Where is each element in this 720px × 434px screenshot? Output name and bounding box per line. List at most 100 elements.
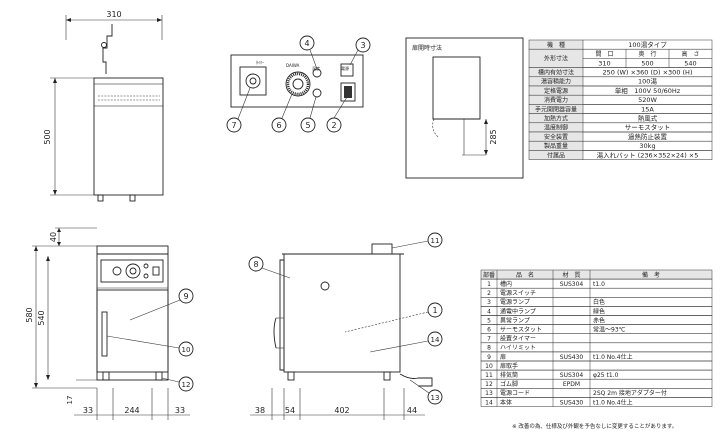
spec-label-2: 槽内有効寸法 bbox=[538, 69, 574, 77]
parts-cell-1: 本体 bbox=[500, 398, 512, 406]
spec-value-10: 30kg bbox=[639, 142, 655, 150]
parts-header-1: 品 名 bbox=[516, 271, 534, 279]
dim-402: 402 bbox=[334, 406, 349, 415]
parts-cell-3: t1.0 No.4仕上 bbox=[593, 353, 633, 361]
spec-value-6: 15A bbox=[641, 105, 654, 113]
callout-2: 2 bbox=[331, 121, 336, 130]
spec-value-3: 100湯 bbox=[638, 77, 657, 86]
parts-cell-1: ハイリミット bbox=[500, 345, 536, 352]
spec-val-1: 500 bbox=[641, 59, 653, 67]
parts-cell-3: 常温～93℃ bbox=[593, 325, 626, 333]
spec-value-2: 250 (W) ×360 (D) ×300 (H) bbox=[603, 69, 693, 77]
callout-1: 1 bbox=[432, 306, 437, 315]
parts-cell-0: 13 bbox=[485, 390, 493, 397]
spec-value-4: 単相 100V 50/60Hz bbox=[615, 86, 681, 95]
callout-14: 14 bbox=[431, 336, 440, 344]
parts-cell-3: t1.0 No.4仕上 bbox=[593, 398, 633, 406]
parts-cell-3: 赤色 bbox=[593, 316, 605, 324]
spec-label-3: 湯容積能力 bbox=[541, 78, 571, 86]
door-open-label: 扉開時寸法 bbox=[412, 44, 442, 52]
callout-10: 10 bbox=[182, 346, 191, 354]
spec-label-9: 安全装置 bbox=[544, 133, 568, 141]
panel-switch-label: 電源 bbox=[341, 65, 349, 71]
parts-cell-0: 10 bbox=[485, 363, 493, 370]
parts-cell-0: 6 bbox=[487, 326, 491, 333]
parts-cell-2: EPDM bbox=[563, 381, 580, 388]
front-view: 40 580 540 17 33 244 33 bbox=[25, 227, 190, 420]
parts-cell-0: 9 bbox=[487, 354, 491, 361]
spec-label-10: 製品重量 bbox=[544, 142, 568, 150]
spec-value-8: サーモスタット bbox=[625, 123, 671, 132]
spec-label-1: 外形寸法 bbox=[544, 55, 568, 63]
spec-val-0: 310 bbox=[598, 59, 610, 67]
parts-cell-3: 白色 bbox=[593, 298, 605, 306]
parts-cell-0: 7 bbox=[487, 336, 491, 343]
spec-label-0: 機 種 bbox=[547, 41, 565, 49]
callout-8: 8 bbox=[253, 260, 258, 269]
parts-cell-1: 槽内 bbox=[500, 280, 512, 288]
parts-cell-1: 設置タイマー bbox=[500, 335, 536, 343]
parts-cell-1: 扉 bbox=[500, 353, 506, 361]
dim-244: 244 bbox=[124, 406, 139, 415]
callout-9: 9 bbox=[183, 292, 188, 301]
panel-brand-label: DAIWA bbox=[286, 63, 300, 68]
parts-cell-1: 電源スイッチ bbox=[500, 289, 536, 297]
parts-cell-1: 電源コード bbox=[500, 389, 530, 397]
spec-label-5: 消費電力 bbox=[544, 96, 568, 104]
parts-cell-3: 2SQ 2m 接地アダプター付 bbox=[593, 389, 667, 397]
spec-value-9: 過熱防止装置 bbox=[628, 132, 668, 141]
dim-17: 17 bbox=[66, 396, 74, 405]
spec-value-11: 湯入れバット (236×352×24) ×5 bbox=[597, 150, 699, 159]
dim-width-top: 310 bbox=[106, 10, 121, 19]
parts-header-2: 材 質 bbox=[562, 271, 580, 279]
parts-header-3: 備 考 bbox=[642, 271, 660, 279]
dim-top-40: 40 bbox=[49, 232, 58, 242]
callout-12: 12 bbox=[182, 381, 191, 389]
parts-cell-2: SUS304 bbox=[560, 372, 584, 379]
parts-cell-0: 11 bbox=[485, 372, 493, 379]
dim-38: 38 bbox=[255, 406, 265, 415]
spec-sub-0: 間 口 bbox=[595, 51, 613, 58]
parts-cell-0: 1 bbox=[487, 281, 491, 288]
spec-value-7: 熱風式 bbox=[638, 114, 658, 123]
callout-11: 11 bbox=[431, 237, 440, 245]
parts-cell-1: 通電中ランプ bbox=[500, 307, 536, 315]
parts-cell-1: サーモスタット bbox=[500, 325, 542, 333]
parts-cell-1: 電源ランプ bbox=[500, 298, 530, 306]
parts-cell-2: SUS304 bbox=[560, 281, 584, 288]
dim-540: 540 bbox=[37, 310, 46, 325]
parts-cell-1: 扉取手 bbox=[500, 362, 518, 370]
parts-cell-3: φ25 t1.0 bbox=[593, 372, 619, 379]
side-view-bottom: 38 54 402 44 bbox=[250, 243, 433, 420]
parts-cell-2: SUS430 bbox=[560, 354, 584, 361]
dim-54: 54 bbox=[285, 406, 295, 415]
dim-height-side: 500 bbox=[43, 129, 52, 144]
spec-value-0: 100湯タイプ bbox=[628, 40, 667, 49]
callout-4: 4 bbox=[304, 39, 309, 48]
spec-label-11: 付属品 bbox=[547, 151, 565, 159]
parts-cell-0: 12 bbox=[485, 381, 493, 388]
dim-door-285: 285 bbox=[489, 129, 498, 144]
parts-cell-3: 緑色 bbox=[593, 307, 605, 315]
spec-sub-2: 高 さ bbox=[681, 50, 699, 58]
parts-cell-3: t1.0 bbox=[593, 281, 605, 288]
dim-580: 580 bbox=[25, 307, 34, 322]
callout-5: 5 bbox=[305, 121, 310, 130]
dim-44: 44 bbox=[407, 406, 417, 415]
parts-cell-0: 8 bbox=[487, 345, 491, 352]
spec-label-4: 定格電源 bbox=[544, 87, 568, 95]
callout-13: 13 bbox=[431, 394, 440, 402]
parts-cell-0: 5 bbox=[487, 317, 491, 324]
spec-label-6: 手元開閉器容量 bbox=[535, 105, 577, 113]
panel-temp-label: 温度 bbox=[312, 65, 320, 71]
side-view-top: 310 500 bbox=[43, 10, 164, 202]
spec-label-7: 加熱方式 bbox=[544, 115, 568, 123]
spec-value-5: 520W bbox=[638, 96, 657, 104]
control-panel: ﾀｲﾏｰ DAIWA 温度 電源 bbox=[230, 54, 364, 108]
spec-val-2: 540 bbox=[684, 59, 696, 67]
dim-33b: 33 bbox=[175, 406, 185, 415]
parts-cell-0: 4 bbox=[487, 308, 491, 315]
